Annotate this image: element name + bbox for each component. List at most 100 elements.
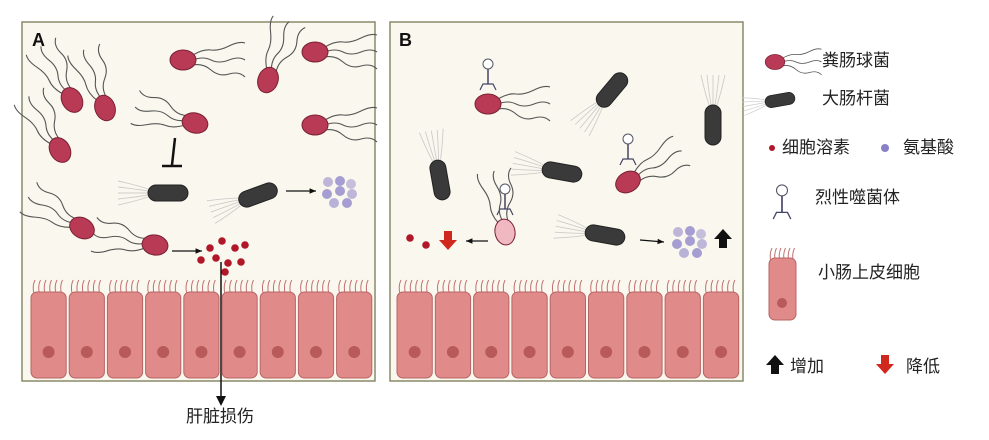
- cell-nucleus: [523, 346, 536, 358]
- ecoli-body: [764, 92, 796, 108]
- amino-acid-dot: [342, 198, 352, 208]
- flagellum: [19, 211, 71, 228]
- epithelial-cell: [106, 291, 144, 379]
- ecoli-icon: [419, 128, 451, 201]
- enterococcus-icon: [130, 90, 209, 134]
- phage-legs: [479, 83, 497, 91]
- enterococcus-icon: [257, 15, 306, 94]
- enterococcus-body: [169, 49, 197, 71]
- arrow-to-amino-acids-head: [309, 188, 316, 194]
- cytolysin-dot: [221, 268, 229, 276]
- flagellum: [192, 41, 246, 56]
- legend-increase-arrow: [766, 355, 784, 374]
- flagellum: [741, 97, 765, 100]
- enterococcus-body: [615, 170, 641, 194]
- cell-nucleus: [233, 346, 246, 358]
- cell-nucleus: [42, 346, 55, 358]
- flagellum: [214, 205, 241, 224]
- flagellum: [700, 74, 710, 106]
- flagellum: [706, 74, 712, 106]
- flagellum: [436, 129, 439, 160]
- flagellum: [117, 186, 149, 192]
- amino-acid-dot: [696, 229, 706, 239]
- flagellum: [36, 182, 77, 220]
- ecoli-body: [584, 224, 626, 246]
- flagellum: [510, 172, 542, 176]
- flagellum: [117, 194, 149, 200]
- legend-increase-label: 增加: [790, 357, 824, 377]
- enterococcus-body: [301, 114, 329, 136]
- flagellum: [555, 225, 586, 232]
- flagellum: [324, 56, 378, 70]
- cytolysin-dot: [206, 244, 214, 252]
- ecoli-icon: [553, 214, 626, 246]
- flagellum: [210, 201, 240, 213]
- flagellum: [270, 21, 290, 71]
- flagellum: [497, 85, 551, 100]
- flagellum: [513, 156, 543, 167]
- amino-acid-dot: [323, 177, 333, 187]
- phage-head: [775, 184, 789, 197]
- enterococcus-body: [94, 94, 116, 122]
- ecoli-body: [595, 72, 629, 108]
- cell-nucleus: [80, 346, 93, 358]
- amino-acid-dot: [672, 239, 682, 249]
- panel-a-label: A: [32, 30, 45, 50]
- legend-epithelial-cell: [768, 257, 797, 321]
- flagellum: [117, 180, 149, 190]
- flagellum: [570, 102, 597, 121]
- enterococcus-body: [301, 41, 329, 63]
- flagellum: [208, 199, 239, 207]
- enterococcus-body: [764, 54, 786, 70]
- enterococcus-body: [257, 66, 279, 94]
- flagellum: [90, 247, 145, 253]
- flagellum: [782, 65, 822, 76]
- flagellum: [553, 235, 585, 239]
- enterococcus-icon: [615, 135, 691, 194]
- legend-amino-acid-label: 氨基酸: [903, 138, 954, 158]
- enterococcus-icon: [19, 182, 95, 240]
- flagellum: [588, 107, 603, 137]
- flagellum: [93, 233, 146, 245]
- flagellum: [782, 60, 822, 64]
- flagellum: [42, 87, 60, 140]
- phage-head: [622, 133, 634, 145]
- amino-acid-dot: [685, 226, 695, 236]
- flagellum: [324, 106, 378, 121]
- legend-ecoli-label: 大肠杆菌: [822, 89, 890, 109]
- cytolysin-dot: [212, 254, 220, 262]
- epithelial-cell: [626, 291, 663, 379]
- enterococcus-icon: [13, 87, 72, 163]
- enterococcus-icon: [169, 41, 246, 78]
- flagellum: [492, 170, 504, 223]
- flagellum: [13, 104, 51, 145]
- arrow-to-cytolysin-head: [195, 248, 202, 254]
- epithelial-cell: [259, 291, 296, 379]
- flagellum: [265, 15, 274, 69]
- flagellum: [512, 162, 543, 169]
- inhibition-line: [170, 137, 177, 166]
- ecoli-body: [429, 159, 451, 201]
- cytolysin-dot: [224, 259, 232, 267]
- flagellum: [54, 37, 72, 90]
- enterococcus-body: [494, 218, 516, 246]
- flagellum: [579, 105, 600, 129]
- cytolysin-dot: [197, 256, 205, 264]
- ecoli-icon: [117, 180, 189, 206]
- flagellum: [192, 64, 246, 78]
- flagellum: [497, 101, 551, 107]
- cytolysin-dot: [237, 258, 245, 266]
- legend-epithelial-cell-label: 小肠上皮细胞: [818, 263, 920, 283]
- flagellum: [212, 203, 241, 219]
- flagellum: [324, 33, 378, 48]
- cytolysin-dot: [422, 241, 430, 249]
- decrease-arrow: [439, 231, 457, 250]
- flagellum: [192, 57, 246, 63]
- flagellum: [636, 150, 682, 178]
- legend-amino-acid-dot: [881, 144, 889, 152]
- flagellum: [82, 49, 102, 99]
- amino-acid-dot: [346, 179, 356, 189]
- epithelial-cell: [473, 291, 510, 379]
- flagellum: [633, 135, 674, 173]
- flagellum: [556, 219, 586, 230]
